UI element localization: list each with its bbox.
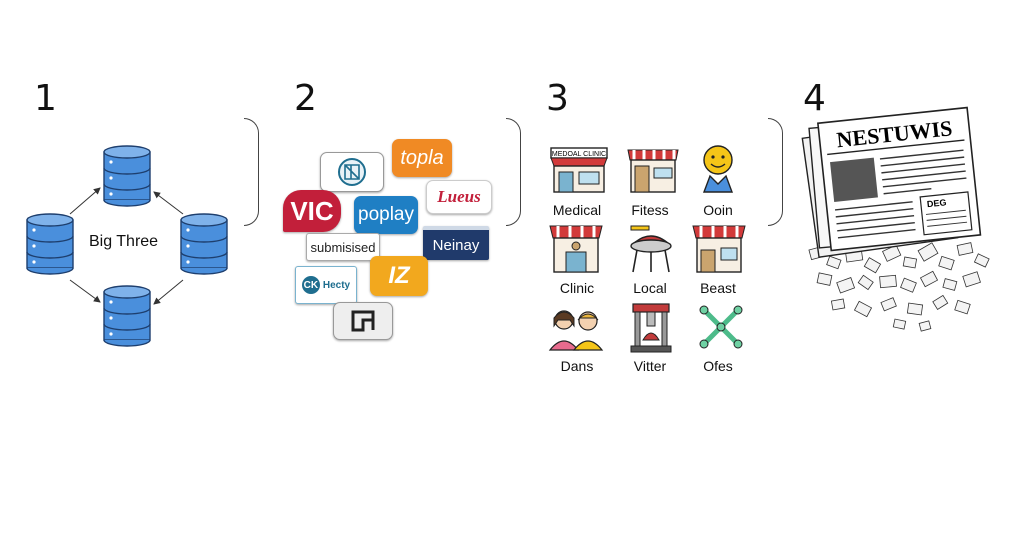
database-icon-left	[26, 213, 74, 275]
label-vitter: Vitter	[633, 358, 667, 374]
smiley-person-icon	[702, 145, 734, 193]
label-fitess: Fitess	[631, 202, 669, 218]
storefront-medical-icon: MEDOAL CLINIC	[550, 147, 608, 193]
database-icon-bottom	[103, 285, 151, 347]
label-ooin: Ooin	[703, 202, 733, 218]
logo-neinay: Neinay	[423, 226, 489, 260]
bracket-divider-3	[768, 118, 783, 226]
logo-ck-mark: ck	[301, 276, 320, 294]
storefront-clinic-icon	[549, 225, 603, 273]
label-medical: Medical	[552, 202, 602, 218]
logo-gray-glyph	[333, 302, 393, 340]
label-local: Local	[633, 280, 667, 296]
cross-bones-icon	[699, 305, 743, 349]
press-machine-icon	[630, 303, 672, 353]
logo-poplay: poplay	[354, 196, 418, 234]
storefront-sign-text: MEDOAL CLINIC	[552, 151, 606, 158]
database-network-diagram	[26, 145, 228, 347]
label-clinic: Clinic	[559, 280, 595, 296]
scattered-clippings	[808, 242, 990, 332]
label-beast: Beast	[700, 280, 736, 296]
database-icon-right	[180, 213, 228, 275]
step-number-3: 3	[546, 78, 569, 119]
label-dans: Dans	[560, 358, 594, 374]
big-three-label: Big Three	[89, 233, 159, 250]
step-number-1: 1	[34, 78, 57, 119]
logo-topla: topla	[392, 139, 452, 177]
label-ofes: Ofes	[703, 358, 733, 374]
grill-stand-icon	[630, 225, 672, 273]
arrow-left-to-top	[69, 187, 101, 215]
database-icon-top	[103, 145, 151, 207]
bracket-divider-1	[244, 118, 259, 226]
step-number-2: 2	[294, 78, 317, 119]
two-people-icon	[548, 310, 604, 351]
logo-hecty: ck Hecty	[295, 266, 357, 304]
newspaper-inset-label: DEG	[926, 197, 946, 209]
logo-hecty-text: Hecty	[322, 279, 351, 291]
newspaper-stack-icon: NESTUWIS DEG	[801, 106, 990, 332]
logo-iz: IZ	[370, 256, 428, 296]
logo-vic: VIC	[283, 190, 341, 232]
bracket-divider-2	[506, 118, 521, 226]
arrow-right-to-top	[153, 191, 184, 215]
logo-badge-box	[320, 152, 384, 192]
logo-lueus: Lueus	[426, 180, 492, 214]
arrow-right-to-bottom	[153, 279, 184, 305]
step-number-4: 4	[803, 78, 826, 119]
storefront-beast-icon	[692, 225, 746, 273]
arrow-left-to-bottom	[69, 279, 101, 303]
storefront-fitness-icon	[627, 149, 679, 193]
logo-submisised: submisised	[306, 233, 380, 261]
